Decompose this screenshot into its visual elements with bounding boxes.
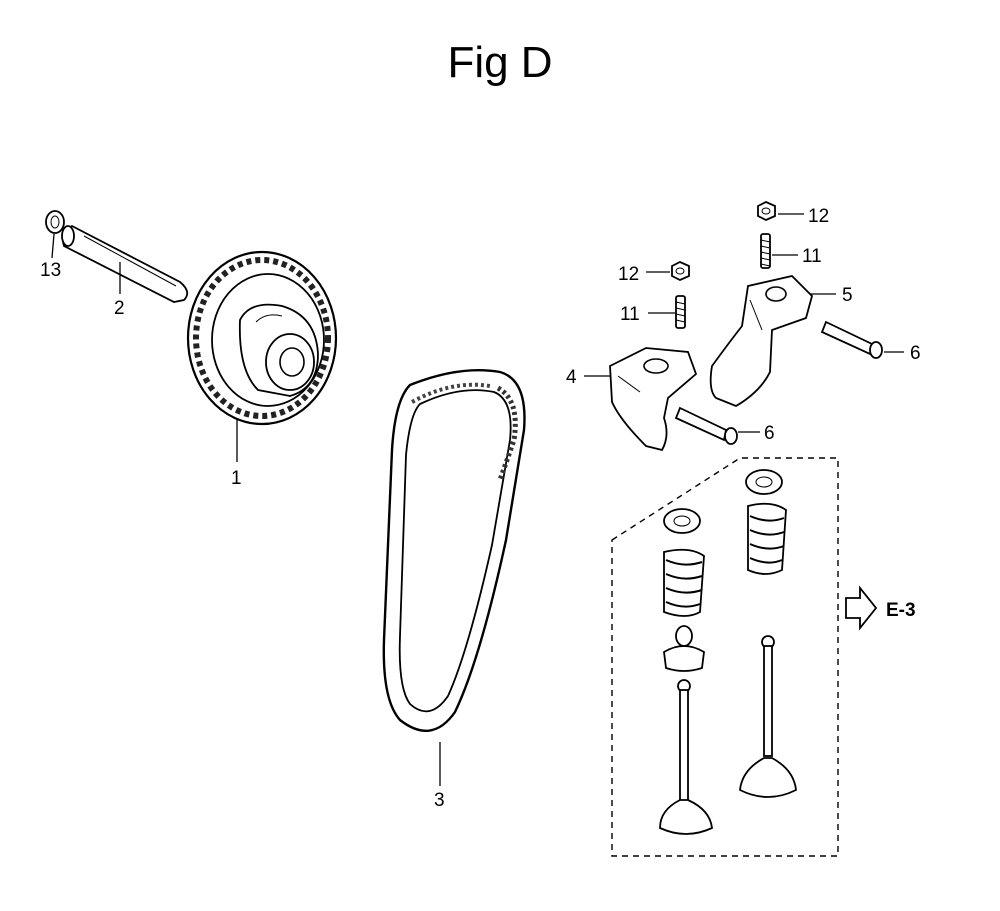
callout-12-upper: 12 xyxy=(808,206,829,227)
callout-12-lower: 12 xyxy=(618,264,639,285)
part-2-shaft xyxy=(61,224,189,303)
callout-13: 13 xyxy=(40,260,61,281)
callout-1: 1 xyxy=(231,468,242,489)
callout-11-upper: 11 xyxy=(802,246,822,267)
callout-5: 5 xyxy=(842,285,853,306)
callout-4: 4 xyxy=(566,367,577,388)
callout-6-upper: 6 xyxy=(910,343,921,364)
part-12-nut-upper xyxy=(757,201,776,221)
callout-3: 3 xyxy=(434,790,445,811)
valve-assembly-group xyxy=(611,457,839,857)
part-1-cam-pulley xyxy=(186,250,338,426)
part-6-bolt-upper xyxy=(820,320,883,359)
part-4-rocker-arm xyxy=(609,347,698,452)
part-5-rocker-arm xyxy=(709,275,814,407)
part-12-nut-lower xyxy=(671,261,690,281)
callout-6-lower: 6 xyxy=(764,423,775,444)
callout-2: 2 xyxy=(114,298,125,319)
leader-lines xyxy=(51,213,904,786)
reference-arrow-e3[interactable]: E-3 xyxy=(845,585,916,631)
part-11-stud-upper xyxy=(760,233,771,269)
figure-title: Fig D xyxy=(447,38,553,87)
reference-label: E-3 xyxy=(886,600,916,621)
part-6-bolt-lower xyxy=(674,406,738,445)
part-3-timing-belt xyxy=(382,369,526,732)
callout-labels: 13 2 1 3 12 11 12 11 5 6 4 6 xyxy=(40,206,921,811)
part-11-stud-lower xyxy=(675,295,686,329)
callout-11-lower: 11 xyxy=(620,304,640,325)
part-13-clip xyxy=(45,210,65,234)
